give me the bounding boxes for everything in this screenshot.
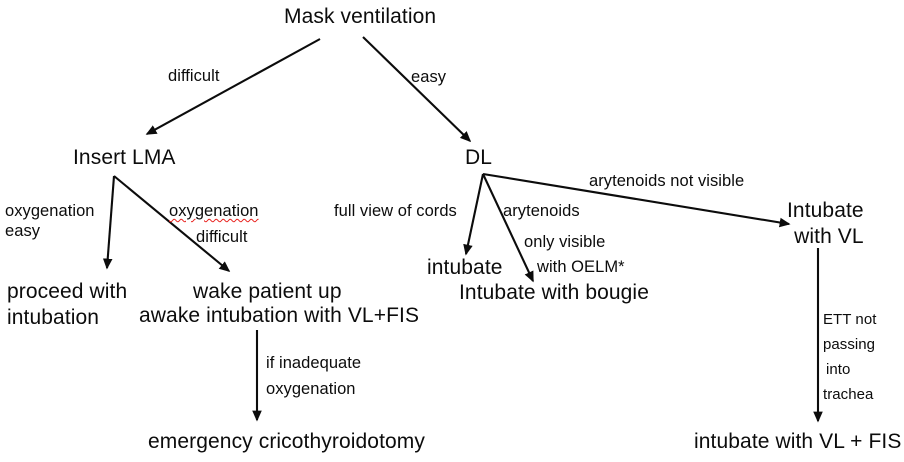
node-intubate-with-vl-fis[interactable]: intubate with VL + FIS	[694, 430, 902, 453]
node-intubate-with-vl[interactable]: Intubate with VL	[787, 199, 864, 248]
node-emergency-cricothyroidotomy[interactable]: emergency cricothyroidotomy	[148, 430, 425, 453]
node-intubate-with-bougie[interactable]: Intubate with bougie	[459, 281, 649, 304]
node-mask-ventilation[interactable]: Mask ventilation	[284, 5, 437, 28]
node-insert-lma[interactable]: Insert LMA	[73, 146, 176, 169]
edge-label-difficult-lma: difficult	[196, 228, 248, 246]
edge-label-ett-trachea: trachea	[823, 386, 874, 403]
edge-label-full-view-of-cords: full view of cords	[334, 202, 457, 220]
edge-label-if-inadequate-oxygenation: oxygenation	[266, 380, 356, 398]
edge-label-arytenoids-not-visible: arytenoids not visible	[589, 172, 745, 190]
node-intubate[interactable]: intubate	[427, 256, 503, 279]
node-awake-intubation[interactable]: awake intubation with VL+FIS	[139, 304, 420, 327]
edge-label-easy: easy	[411, 68, 447, 86]
edge-label-difficult: difficult	[168, 67, 220, 85]
edge-label-ett-not: ETT not	[823, 311, 877, 328]
edge-label-oxygenation-difficult: oxygenation	[169, 202, 259, 220]
edge-label-if-inadequate: if inadequate	[266, 354, 362, 372]
node-proceed-with-intubation[interactable]: proceed with intubation	[7, 280, 128, 329]
edge-mask-to-dl	[362, 36, 472, 143]
edge-mask-to-lma	[145, 38, 321, 135]
edge-label-only-visible: only visible	[524, 233, 606, 251]
edge-label-with-oelm: with OELM*	[537, 258, 625, 276]
edge-label-ett-passing: passing	[823, 336, 876, 353]
edge-lma-to-wake	[113, 175, 231, 272]
node-dl[interactable]: DL	[465, 146, 493, 169]
node-wake-patient-up[interactable]: wake patient up	[193, 280, 342, 303]
edge-lma-to-proceed	[102, 175, 116, 270]
edge-dl-to-intubate	[463, 173, 485, 256]
edge-label-ett-into: into	[826, 361, 851, 378]
edge-label-oxygenation-easy: oxygenation easy	[5, 202, 95, 241]
edge-label-arytenoids: arytenoids	[503, 202, 580, 220]
